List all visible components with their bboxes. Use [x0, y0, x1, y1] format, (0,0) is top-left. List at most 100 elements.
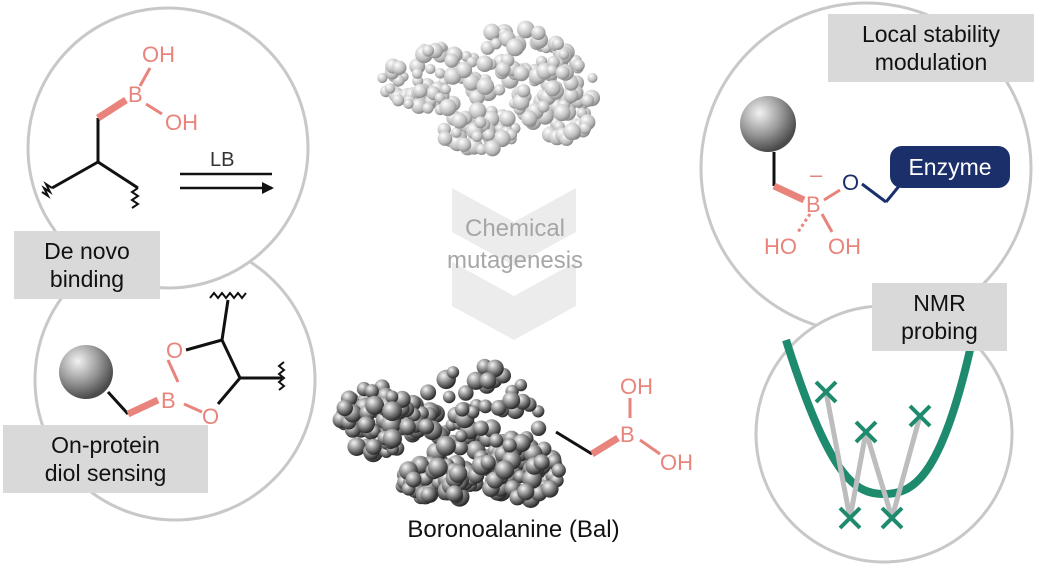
atom-sphere [456, 137, 472, 152]
atom-sphere [471, 130, 483, 142]
protein-sphere-icon-right [740, 96, 796, 152]
atom-sphere [422, 44, 434, 57]
atom-sphere [506, 38, 525, 57]
diol-o-top: O [166, 338, 183, 363]
atom-sphere [420, 486, 437, 503]
atom-sphere [484, 140, 501, 157]
atom-sphere [551, 463, 566, 478]
de-novo-structure [41, 67, 274, 209]
atom-sphere [428, 457, 448, 478]
atom-sphere [451, 112, 468, 129]
atom-sphere [531, 25, 546, 40]
atom-sphere [365, 395, 385, 415]
atom-sphere [442, 390, 456, 404]
atom-sphere [435, 435, 456, 456]
atom-sphere [579, 122, 592, 135]
atom-sphere [365, 438, 382, 455]
atom-sphere [399, 418, 416, 436]
atom-sphere [434, 68, 446, 79]
atom-sphere [452, 440, 468, 456]
bal-b: B [620, 422, 635, 447]
atom-sphere [440, 84, 451, 95]
atom-sphere [405, 471, 422, 488]
atom-sphere [489, 433, 504, 448]
atom-sphere [420, 384, 437, 401]
atom-sphere [462, 73, 480, 91]
atom-sphere [476, 55, 494, 72]
atom-sphere [336, 399, 353, 417]
atom-sphere [558, 49, 570, 60]
atom-sphere [516, 20, 535, 39]
local-oh: OH [828, 234, 861, 259]
atom-sphere [413, 83, 428, 98]
atom-sphere [444, 53, 459, 68]
atom-sphere [563, 88, 579, 103]
atom-sphere [434, 92, 446, 103]
atom-sphere [483, 23, 501, 41]
atom-sphere [364, 384, 379, 399]
atom-sphere [533, 454, 550, 471]
diol-structure [106, 291, 286, 418]
bal-oh-right: OH [660, 450, 693, 475]
mutagenesis-arrow-lower [452, 262, 576, 340]
atom-sphere [411, 98, 427, 114]
atom-sphere [357, 416, 375, 434]
local-ho: HO [764, 234, 797, 259]
atom-sphere [480, 454, 496, 471]
atom-sphere [555, 65, 570, 80]
atom-sphere [581, 94, 595, 107]
de-novo-b: B [128, 82, 143, 107]
atom-sphere [466, 405, 480, 419]
atom-sphere [418, 418, 435, 435]
atom-sphere [502, 438, 517, 453]
atom-sphere [392, 60, 407, 75]
nmr-state-marker [908, 404, 932, 428]
atom-sphere [544, 80, 561, 97]
atom-sphere [468, 102, 487, 120]
lb-label: LB [210, 149, 234, 171]
local-stability-structure [772, 152, 906, 233]
atom-sphere [516, 84, 531, 98]
de-novo-oh-top: OH [142, 42, 175, 67]
atom-sphere [546, 65, 558, 76]
nmr-state-marker [880, 506, 904, 530]
diol-b: B [161, 388, 176, 413]
atom-sphere [495, 61, 511, 77]
nmr-state-marker [814, 380, 838, 404]
atom-sphere [479, 372, 497, 389]
atom-sphere [514, 378, 528, 392]
atom-sphere [521, 110, 538, 127]
atom-sphere [551, 38, 564, 50]
atom-sphere [572, 59, 585, 72]
atom-sphere [495, 460, 515, 480]
nmr-state-marker [838, 506, 862, 530]
atom-sphere [455, 61, 473, 79]
atom-sphere [541, 480, 559, 498]
nmr-state-marker [854, 420, 878, 444]
atom-sphere [385, 390, 399, 404]
atom-sphere [382, 401, 402, 421]
atom-sphere [377, 72, 388, 84]
atom-sphere [412, 68, 423, 79]
atom-sphere [476, 77, 495, 95]
atom-sphere [439, 98, 457, 117]
atom-sphere [446, 485, 463, 503]
boronoalanine-caption: Boronoalanine (Bal) [407, 516, 620, 543]
atom-sphere [384, 83, 396, 94]
atom-sphere [448, 464, 468, 483]
atom-sphere [537, 100, 550, 113]
atom-sphere [458, 385, 474, 401]
local-minus: – [810, 162, 823, 187]
bal-oh-top: OH [620, 374, 653, 399]
atom-sphere [466, 371, 485, 390]
atom-sphere [494, 84, 506, 96]
nmr-potential-curve [782, 338, 974, 519]
atom-sphere [425, 63, 436, 75]
atom-sphere [474, 116, 487, 129]
atom-sphere [455, 430, 468, 443]
atom-sphere [451, 127, 462, 138]
atom-sphere [587, 72, 598, 83]
atom-sphere [499, 110, 516, 127]
diol-sensing-label: On-protein diol sensing [3, 425, 208, 493]
